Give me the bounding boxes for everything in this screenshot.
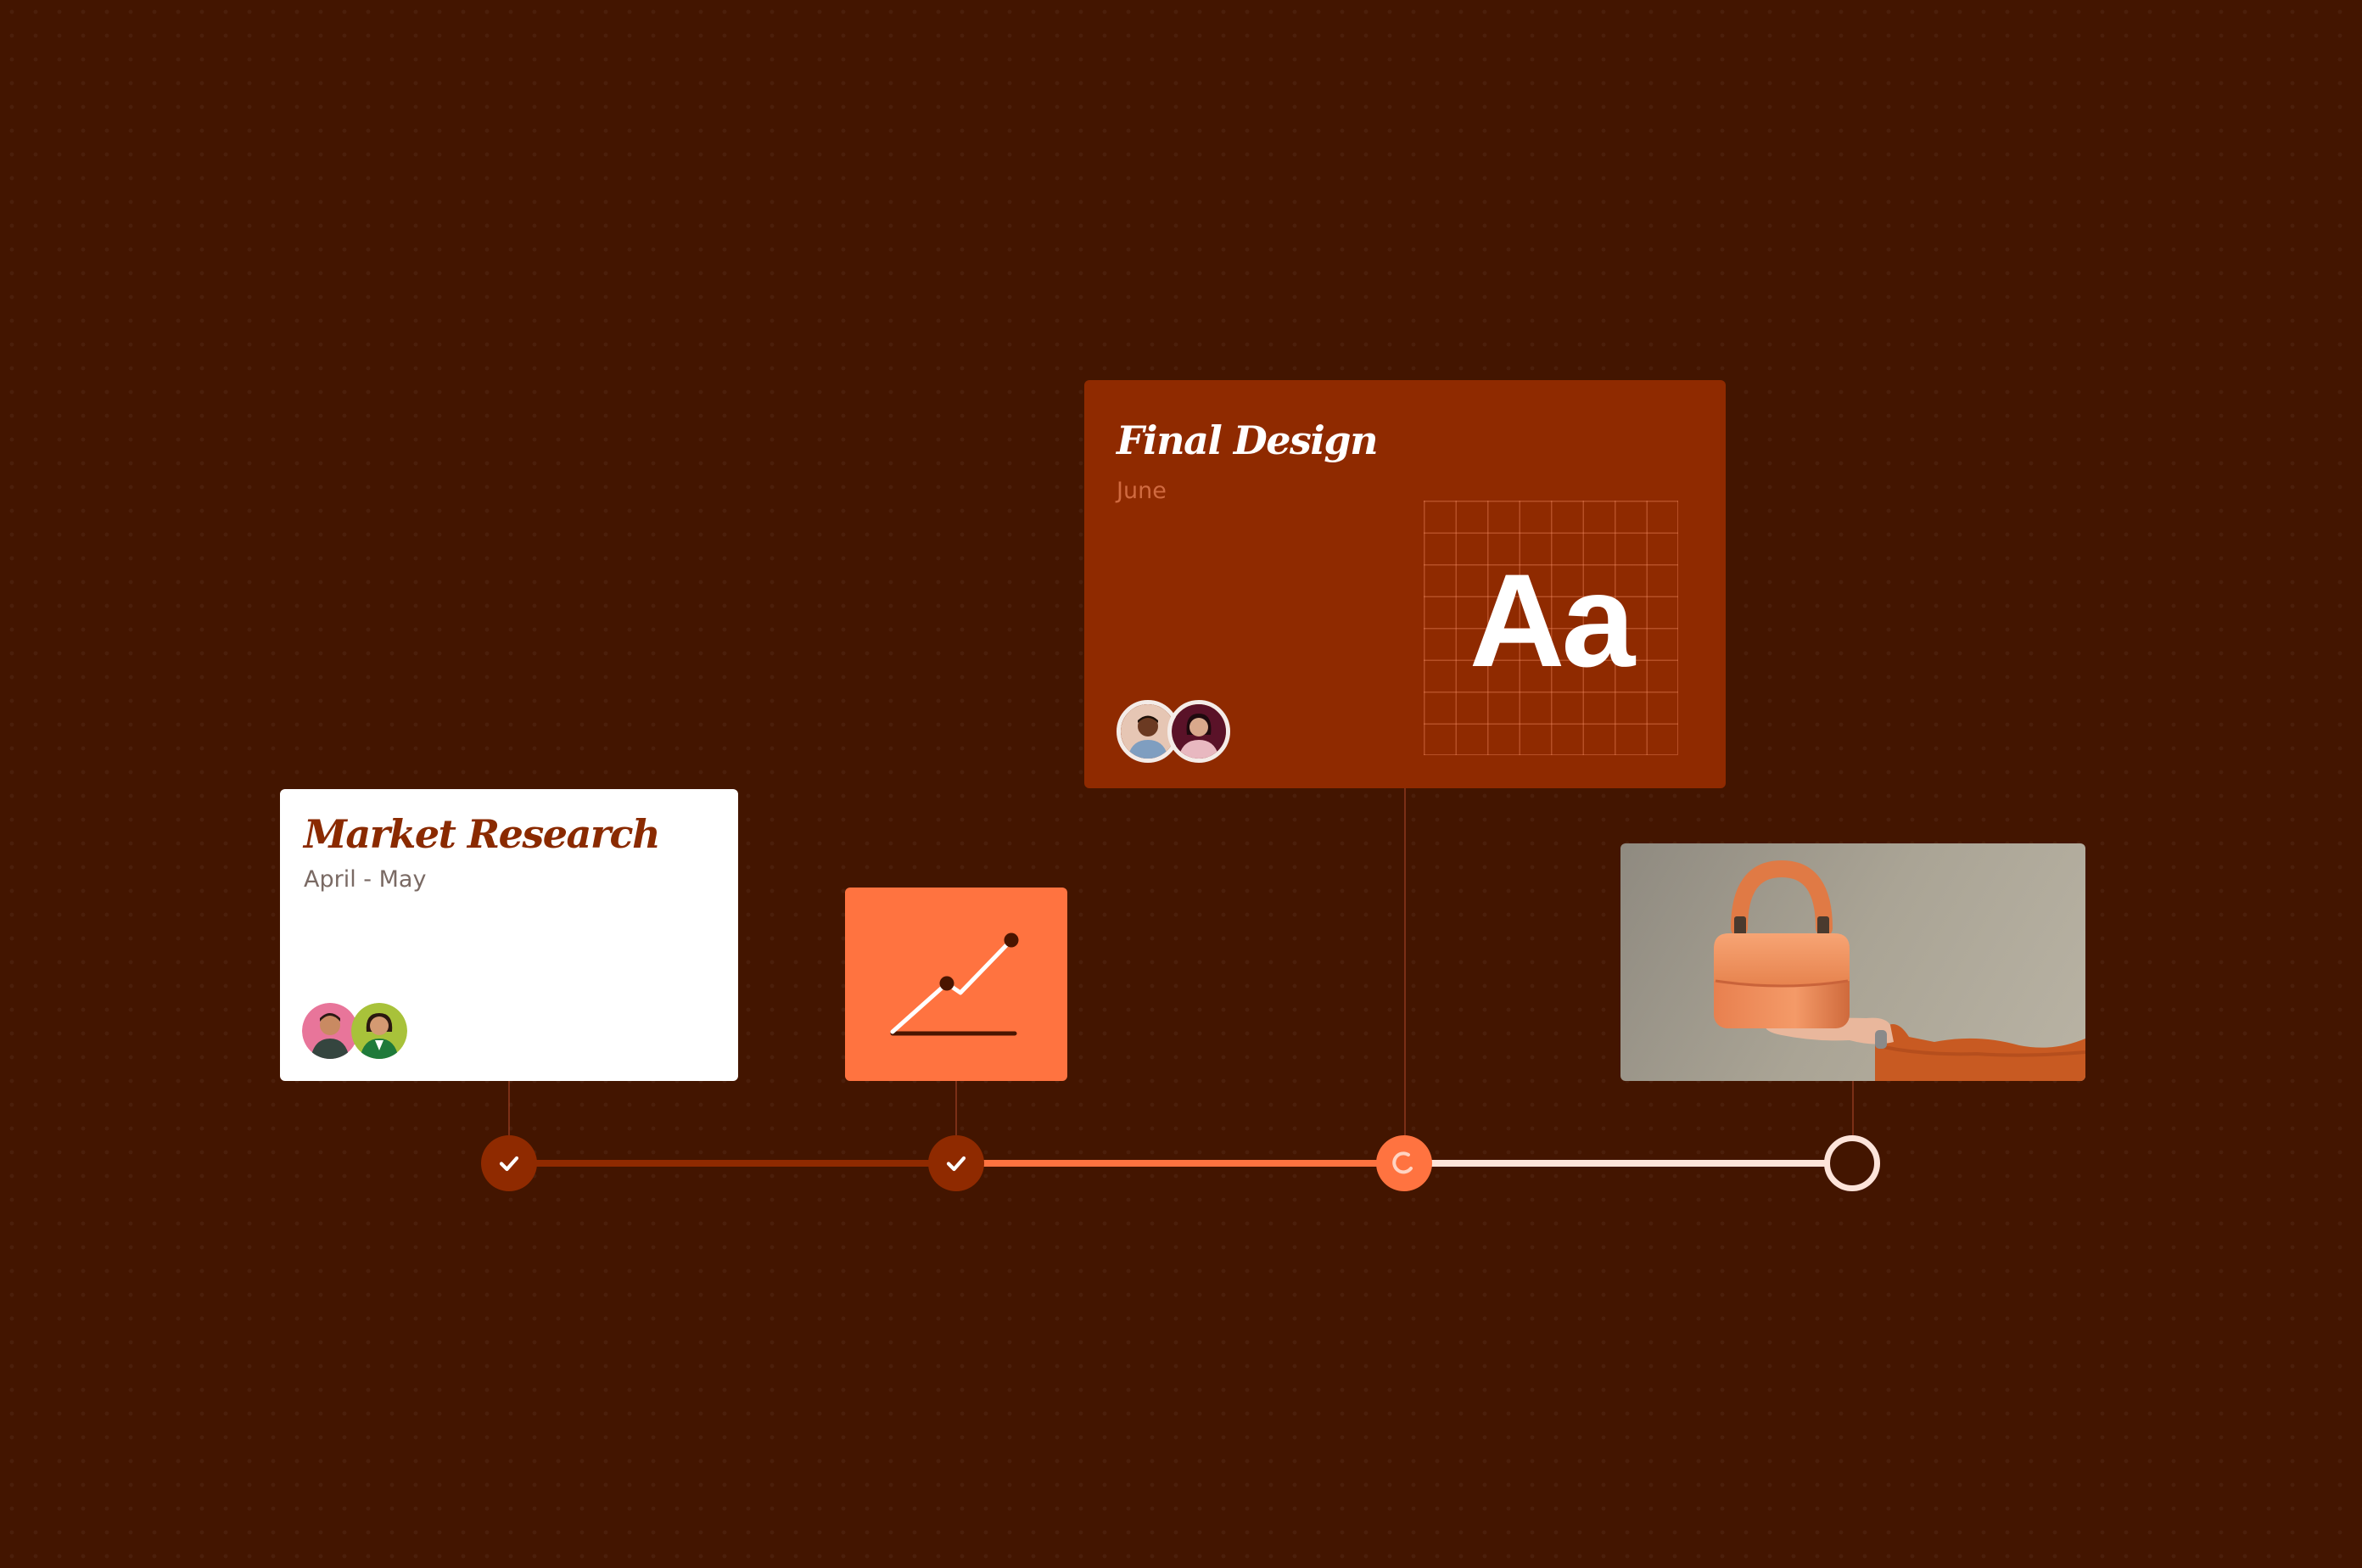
connector-photo — [1852, 1081, 1854, 1135]
trend-chart-icon — [890, 932, 1019, 1036]
timeline-segment-active — [976, 1160, 1388, 1167]
avatar — [351, 1003, 407, 1059]
timeline-node-3[interactable] — [1376, 1135, 1432, 1191]
card-product-photo[interactable] — [1620, 843, 2085, 1081]
connector-chart — [955, 1081, 957, 1135]
card-market-research[interactable]: Market Research April - May — [280, 789, 738, 1081]
card-date: June — [1117, 477, 1167, 504]
card-analytics-chart[interactable] — [845, 888, 1067, 1081]
card-date: April - May — [304, 865, 427, 893]
check-icon — [499, 1156, 519, 1172]
avatar — [302, 1003, 358, 1059]
timeline-segment-pending — [1424, 1160, 1836, 1167]
check-icon — [946, 1156, 966, 1172]
card-title: Market Research — [304, 811, 661, 857]
timeline-node-1[interactable] — [481, 1135, 537, 1191]
avatar — [1167, 700, 1230, 763]
avatar-group — [302, 1003, 407, 1059]
timeline-node-2[interactable] — [928, 1135, 984, 1191]
timeline-node-4[interactable] — [1824, 1135, 1880, 1191]
card-title: Final Design — [1117, 417, 1379, 463]
typography-sample: Aa — [1469, 547, 1635, 695]
connector-market — [508, 1081, 510, 1135]
typography-grid: Aa — [1424, 501, 1678, 755]
connector-final — [1404, 788, 1406, 1135]
timeline-segment-complete — [528, 1160, 940, 1167]
card-final-design[interactable]: Final Design June Aa — [1084, 380, 1726, 788]
avatar-group — [1117, 700, 1230, 763]
spinner-icon — [1392, 1151, 1413, 1174]
handbag-photo — [1714, 860, 2085, 1081]
